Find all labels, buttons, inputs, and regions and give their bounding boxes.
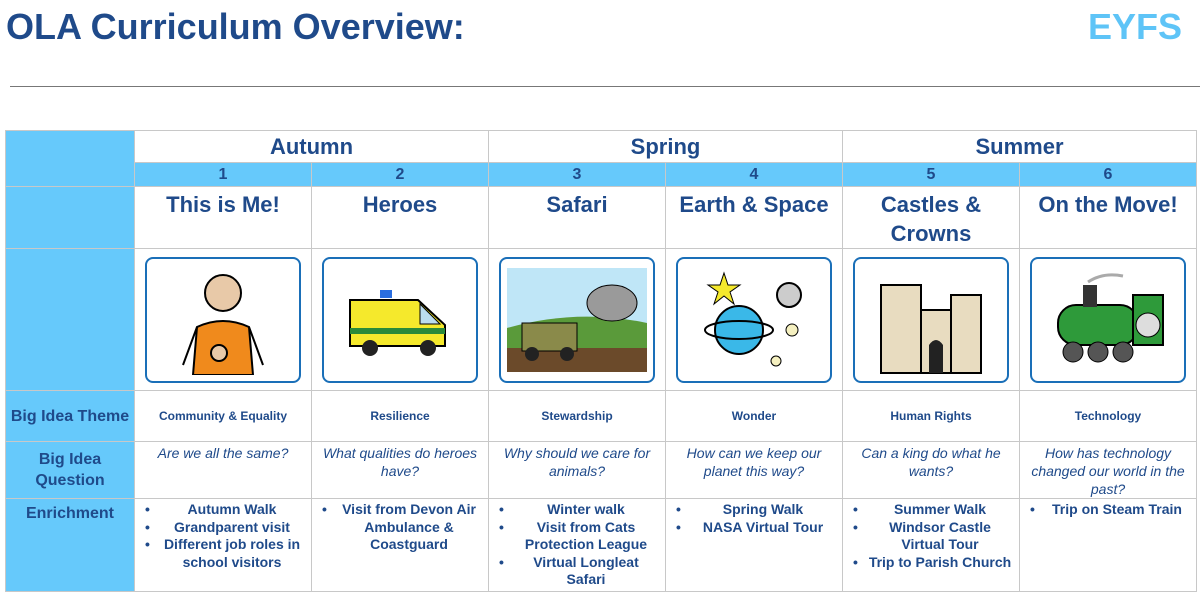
enrichment-list: Trip on Steam Train — [1020, 501, 1196, 519]
unit-number: 6 — [1019, 162, 1197, 187]
safari-icon — [499, 256, 655, 383]
planets-icon — [676, 256, 832, 383]
season-autumn: Autumn — [134, 130, 489, 163]
unit-number: 3 — [488, 162, 666, 187]
unit-image-cell — [842, 248, 1020, 391]
unit-title: Heroes — [311, 186, 489, 249]
unit-title: Castles & Crowns — [842, 186, 1020, 249]
unit-image-cell — [488, 248, 666, 391]
big-idea-question: What qualities do heroes have? — [311, 441, 489, 499]
enrichment-item: Autumn Walk — [135, 501, 311, 519]
unit-number: 5 — [842, 162, 1020, 187]
unit-title: Safari — [488, 186, 666, 249]
castle-icon — [853, 256, 1009, 383]
enrichment-item: Winter walk — [489, 501, 665, 519]
big-idea-question: How can we keep our planet this way? — [665, 441, 843, 499]
page-title: OLA Curriculum Overview: — [6, 6, 465, 47]
unit-title: On the Move! — [1019, 186, 1197, 249]
enrichment-item: Virtual Longleat Safari — [489, 554, 665, 589]
row-label-theme: Big Idea Theme — [5, 390, 135, 442]
enrichment-item: Visit from Cats Protection League — [489, 519, 665, 554]
enrichment-list: Visit from Devon Air Ambulance & Coastgu… — [312, 501, 488, 554]
enrichment-item: Grandparent visit — [135, 519, 311, 537]
season-spring: Spring — [488, 130, 843, 163]
enrichment-item: Trip to Parish Church — [843, 554, 1019, 572]
unit-number: 4 — [665, 162, 843, 187]
unit-image-cell — [134, 248, 312, 391]
big-idea-question: Are we all the same? — [134, 441, 312, 499]
enrichment-item: Windsor Castle Virtual Tour — [843, 519, 1019, 554]
enrichment-cell: Winter walkVisit from Cats Protection Le… — [488, 498, 666, 592]
ambulance-icon — [322, 256, 478, 383]
big-idea-question: Can a king do what he wants? — [842, 441, 1020, 499]
side-blank — [5, 186, 135, 249]
big-idea-theme: Human Rights — [842, 390, 1020, 442]
person-icon — [145, 256, 301, 383]
enrichment-item: Summer Walk — [843, 501, 1019, 519]
divider — [10, 86, 1200, 87]
enrichment-list: Summer WalkWindsor Castle Virtual TourTr… — [843, 501, 1019, 571]
enrichment-cell: Autumn WalkGrandparent visitDifferent jo… — [134, 498, 312, 592]
unit-image-cell — [1019, 248, 1197, 391]
unit-image-cell — [665, 248, 843, 391]
steam-train-icon — [1030, 256, 1186, 383]
enrichment-item: Trip on Steam Train — [1020, 501, 1196, 519]
big-idea-question: How has technology changed our world in … — [1019, 441, 1197, 499]
enrichment-item: Different job roles in school visitors — [135, 536, 311, 571]
season-summer: Summer — [842, 130, 1197, 163]
enrichment-item: Visit from Devon Air Ambulance & Coastgu… — [312, 501, 488, 554]
big-idea-theme: Wonder — [665, 390, 843, 442]
big-idea-question: Why should we care for animals? — [488, 441, 666, 499]
enrichment-cell: Visit from Devon Air Ambulance & Coastgu… — [311, 498, 489, 592]
row-label-question: Big Idea Question — [5, 441, 135, 499]
row-label-enrichment: Enrichment — [5, 498, 135, 592]
unit-number: 1 — [134, 162, 312, 187]
big-idea-theme: Technology — [1019, 390, 1197, 442]
enrichment-list: Winter walkVisit from Cats Protection Le… — [489, 501, 665, 589]
big-idea-theme: Stewardship — [488, 390, 666, 442]
unit-number: 2 — [311, 162, 489, 187]
side-blank — [5, 248, 135, 391]
enrichment-item: NASA Virtual Tour — [666, 519, 842, 537]
unit-title: Earth & Space — [665, 186, 843, 249]
big-idea-theme: Resilience — [311, 390, 489, 442]
enrichment-list: Autumn WalkGrandparent visitDifferent jo… — [135, 501, 311, 571]
enrichment-cell: Summer WalkWindsor Castle Virtual TourTr… — [842, 498, 1020, 592]
stage-label: EYFS — [1087, 6, 1182, 47]
big-idea-theme: Community & Equality — [134, 390, 312, 442]
unit-image-cell — [311, 248, 489, 391]
enrichment-list: Spring WalkNASA Virtual Tour — [666, 501, 842, 536]
enrichment-item: Spring Walk — [666, 501, 842, 519]
unit-title: This is Me! — [134, 186, 312, 249]
corner-cell — [5, 130, 135, 187]
enrichment-cell: Spring WalkNASA Virtual Tour — [665, 498, 843, 592]
enrichment-cell: Trip on Steam Train — [1019, 498, 1197, 592]
